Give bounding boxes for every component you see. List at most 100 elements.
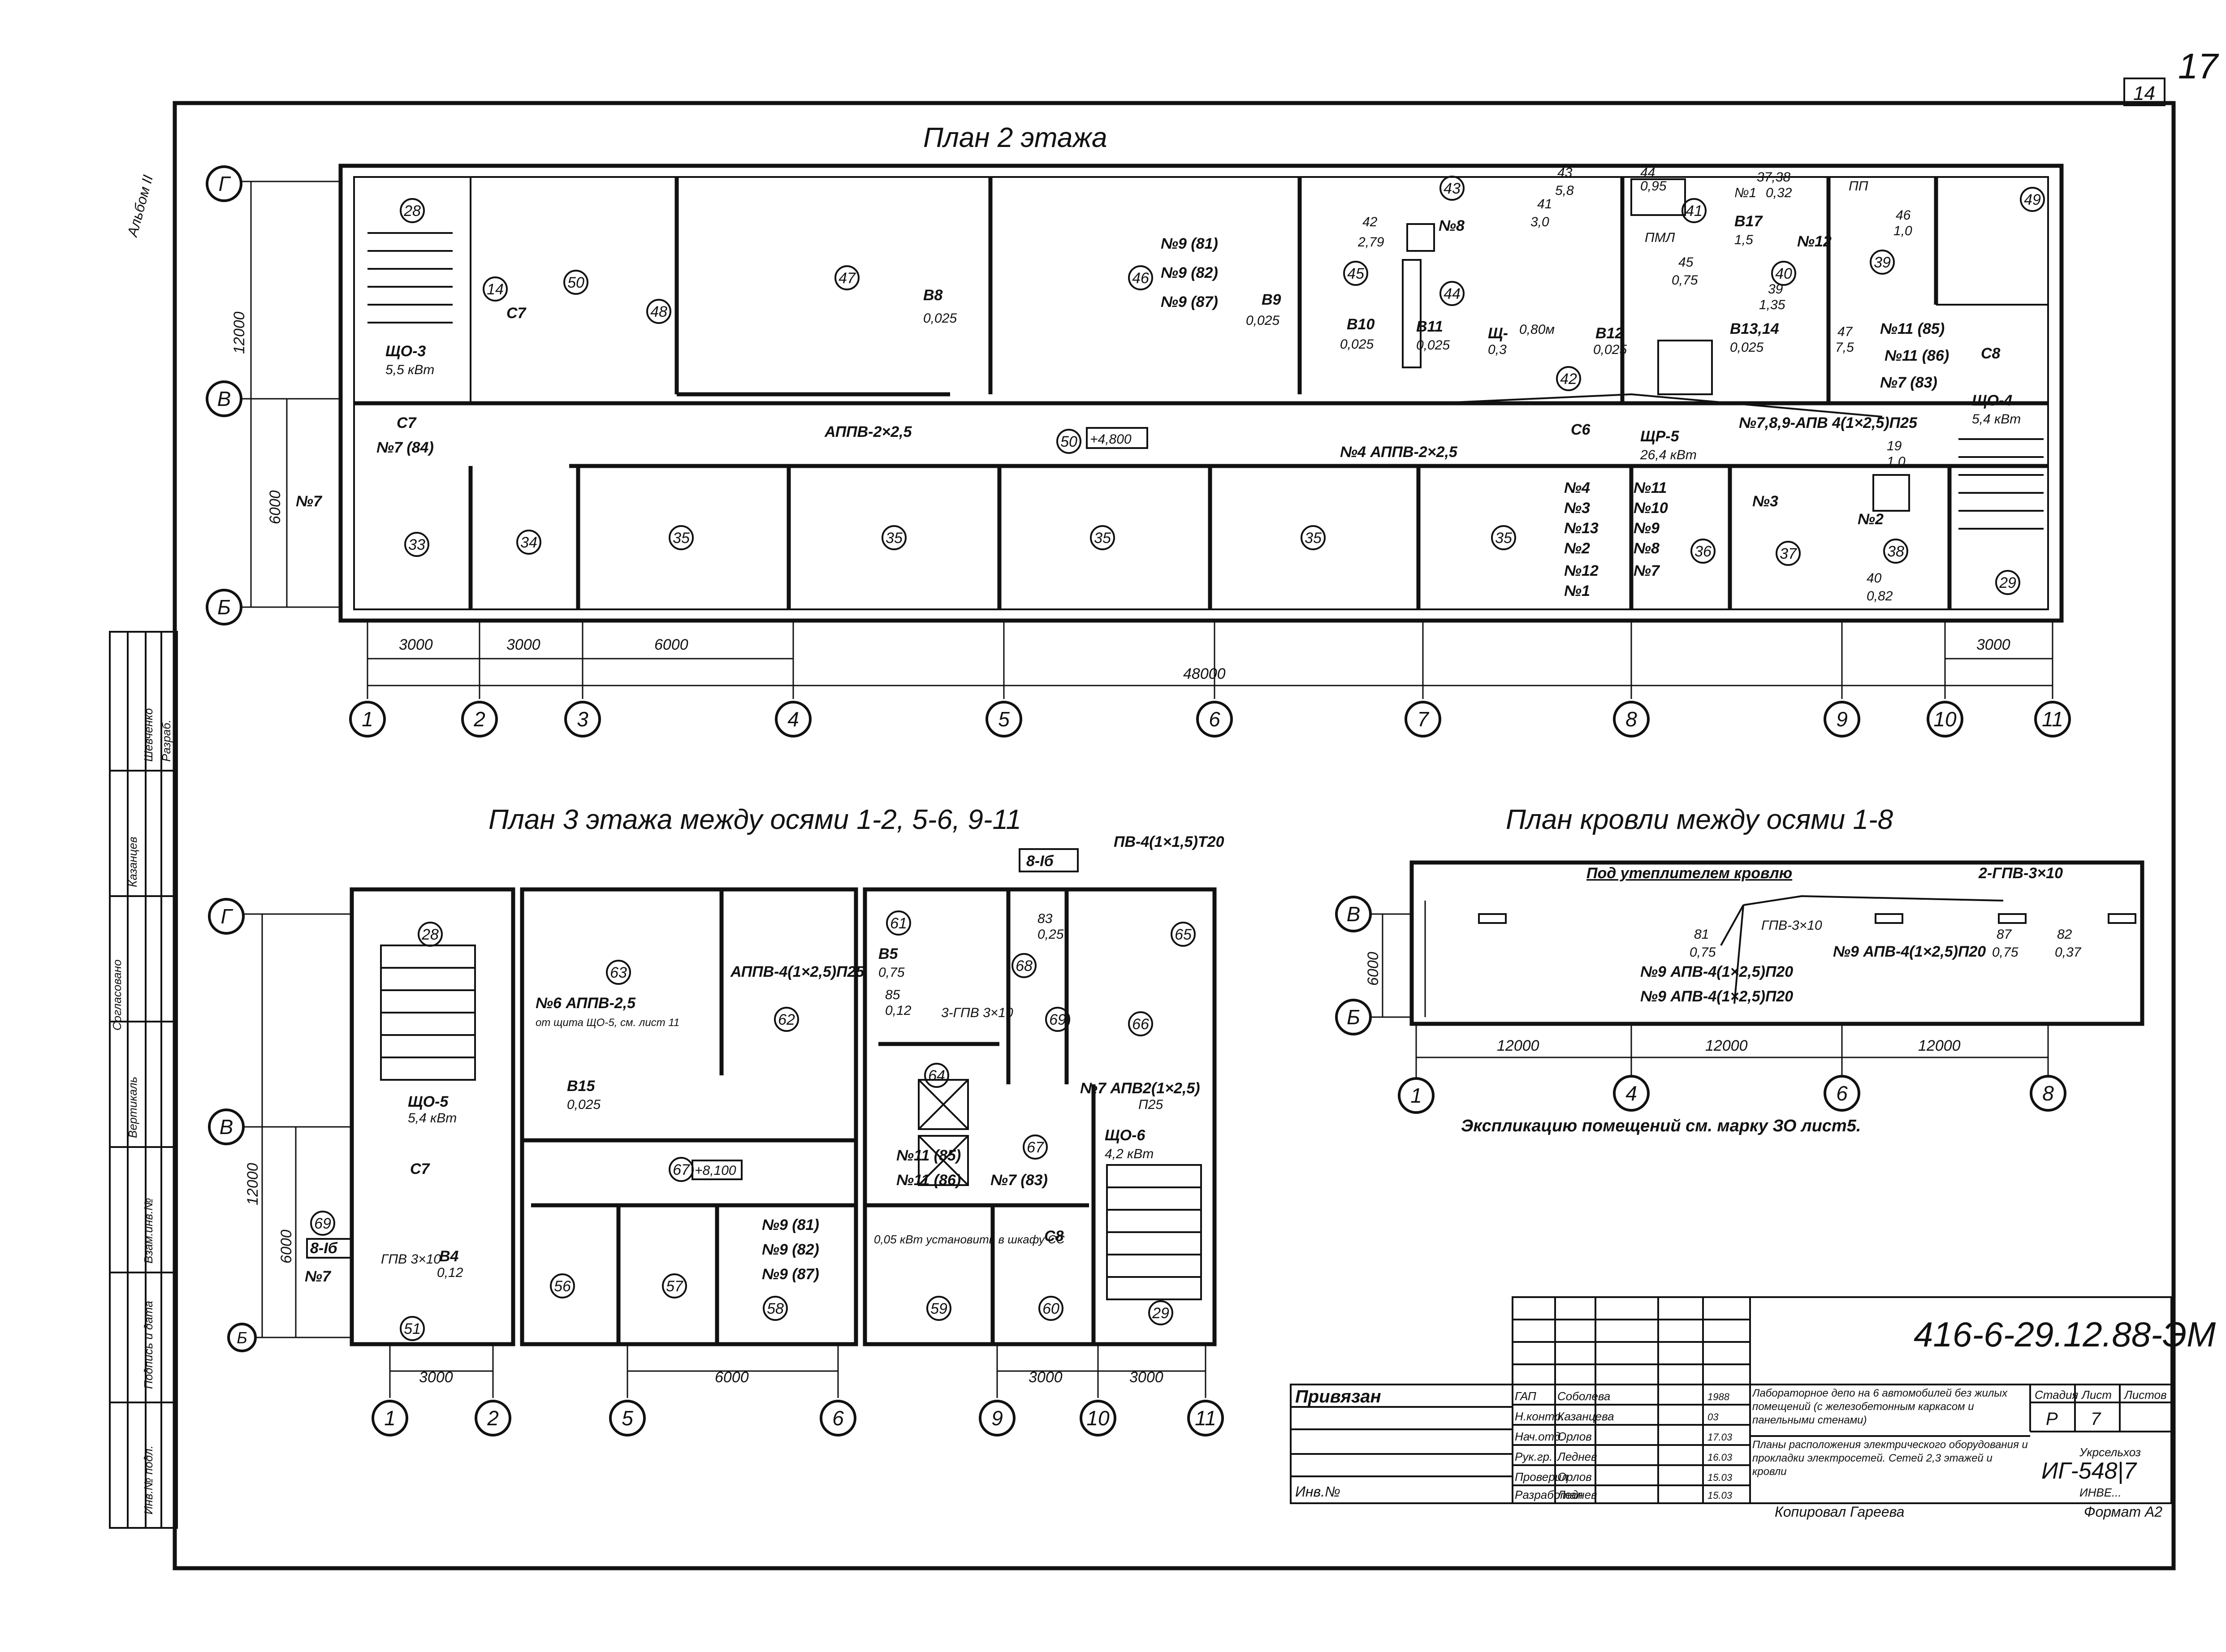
roof-gpv2: 2-ГПВ-3×10 bbox=[1978, 865, 2063, 882]
p2-n2: №2 bbox=[1858, 511, 1884, 528]
p2-list-l2: №3 bbox=[1564, 500, 1590, 517]
p2-v39: 39 bbox=[1768, 282, 1783, 297]
roof-dim-y: 6000 bbox=[1365, 952, 1382, 986]
p3-n9-82: №9 (82) bbox=[762, 1241, 819, 1258]
p3-b3: 83 bbox=[1037, 911, 1053, 926]
p3-room-69: 69 bbox=[1049, 1011, 1066, 1028]
p2-axis-9: 9 bbox=[1836, 707, 1848, 731]
p2-room-43: 43 bbox=[1444, 180, 1461, 197]
p2-b1314-p: 0,025 bbox=[1730, 340, 1764, 355]
plan3-labels: ПВ-4(1×1,5)Т20 №6 АППВ-2,5 от щита ЩО-5,… bbox=[305, 833, 1224, 1285]
p2-room-50: 50 bbox=[567, 274, 584, 291]
p2-room-34: 34 bbox=[520, 534, 537, 551]
plan-2-floor: План 2 этажа bbox=[206, 122, 2071, 738]
p2-n7-84: №7 (84) bbox=[376, 439, 434, 456]
roof-axis-4: 4 bbox=[1625, 1082, 1637, 1105]
p3-axis-6: 6 bbox=[832, 1406, 844, 1430]
roof-axis-V: В bbox=[1347, 902, 1361, 926]
roof-b7: 87 bbox=[1997, 927, 2012, 942]
p2-axis-4: 4 bbox=[787, 707, 799, 731]
p2-shr5: ЩР-5 bbox=[1640, 428, 1680, 445]
p3-pv4: ПВ-4(1×1,5)Т20 bbox=[1114, 833, 1224, 850]
tb-org-code: ИГ-548|7 bbox=[2041, 1458, 2137, 1484]
tb-date-4: 16.03 bbox=[1707, 1452, 1733, 1463]
p3-n9-87: №9 (87) bbox=[762, 1266, 819, 1283]
tb-sheet-title-fo: Планы расположения электрического оборуд… bbox=[1752, 1439, 2028, 1478]
page-mark-1: 14 bbox=[2133, 82, 2155, 104]
p2-list-l4: №2 bbox=[1564, 540, 1590, 557]
p3-p25: П25 bbox=[1138, 1097, 1163, 1112]
roof-b1: 81 bbox=[1694, 927, 1709, 942]
p2-dim-1: 3000 bbox=[399, 636, 433, 653]
page-mark-box bbox=[2123, 78, 2165, 106]
roof-note: Экспликацию помещений см. марку ЗО лист5… bbox=[1461, 1117, 1861, 1135]
p2-v80m: 0,80м bbox=[1519, 322, 1555, 337]
p2-room-39: 39 bbox=[1874, 254, 1891, 271]
roof-title: План кровли между осями 1-8 bbox=[1506, 804, 1893, 835]
roof-axes-x: 1 4 6 8 bbox=[1398, 1024, 2066, 1114]
p2-v41-p: 3,0 bbox=[1530, 215, 1549, 229]
roof-b2-p: 0,37 bbox=[2055, 945, 2082, 960]
p3-room-56: 56 bbox=[554, 1278, 571, 1295]
tb-date-6: 15.03 bbox=[1707, 1490, 1733, 1501]
p2-room-35b: 35 bbox=[886, 530, 903, 547]
roof-axis-1: 1 bbox=[1410, 1084, 1422, 1107]
p2-b17-p: 1,5 bbox=[1734, 233, 1753, 247]
strip-cell-3: Взам.инв.№ bbox=[142, 1198, 155, 1264]
p2-n7: №7 bbox=[296, 493, 323, 510]
tb-date-5: 15.03 bbox=[1707, 1472, 1733, 1483]
p2-dim-y2: 6000 bbox=[267, 490, 284, 524]
p2-v19-p: 1,0 bbox=[1887, 454, 1906, 469]
tb-date-3: 17.03 bbox=[1707, 1432, 1733, 1443]
p2-n11-86: №11 (86) bbox=[1885, 347, 1949, 364]
p3-b5b: 85 bbox=[885, 988, 900, 1002]
p3-c8: С8 bbox=[1044, 1228, 1064, 1245]
roof-b1-p: 0,75 bbox=[1690, 945, 1716, 960]
p2-room-35c: 35 bbox=[1094, 530, 1111, 547]
p2-room-35e: 35 bbox=[1495, 530, 1512, 547]
plan2-axes-y: Г В Б bbox=[206, 165, 341, 625]
p3-dim-1: 3000 bbox=[419, 1369, 453, 1386]
roof-plan: План кровли между осями 1-8 1 4 6 8 В Б … bbox=[1335, 804, 2144, 1135]
p3-axis-9: 9 bbox=[991, 1406, 1003, 1430]
p2-n789: №7,8,9-АПВ 4(1×2,5)П25 bbox=[1739, 414, 1918, 431]
p2-elev: +4,800 bbox=[1090, 432, 1132, 447]
p2-room-33: 33 bbox=[408, 536, 425, 553]
p3-room-51: 51 bbox=[404, 1320, 421, 1337]
p2-v45-p: 0,75 bbox=[1672, 273, 1698, 288]
tb-h-stage: Стадия bbox=[2035, 1388, 2078, 1402]
p2-b9-p: 0,025 bbox=[1246, 313, 1279, 328]
title-block: 416-6-29.12.88-ЭМ Привязан Инв.№ ГАП Н.к… bbox=[1290, 1296, 2216, 1520]
p3-b5-p: 0,75 bbox=[878, 965, 905, 980]
p2-axis-3: 3 bbox=[577, 707, 588, 731]
plan3-axes-x: 1 2 5 6 9 10 11 bbox=[372, 1344, 1224, 1436]
p2-dim-5: 3000 bbox=[1976, 636, 2010, 653]
plan2-rooms: 28 14 50 48 47 46 45 44 43 42 41 40 39 4… bbox=[400, 176, 2045, 595]
roof-dim-3: 12000 bbox=[1918, 1037, 1961, 1054]
p2-v39-p: 1,35 bbox=[1759, 298, 1785, 312]
p2-room-35a: 35 bbox=[673, 530, 690, 547]
p2-c7b: С7 bbox=[397, 414, 417, 431]
p3-ustan: 0,05 кВт установить в шкафу СС bbox=[874, 1233, 1065, 1246]
plan2-labels: ЩО-3 5,5 кВт С7 С7 №7 (84) №7 В8 0,025 №… bbox=[296, 165, 2021, 604]
p2-axis-2: 2 bbox=[473, 707, 485, 731]
p2-room-45: 45 bbox=[1347, 265, 1364, 282]
p2-dim-y1: 12000 bbox=[231, 311, 248, 354]
tb-role-4: Рук.гр. bbox=[1515, 1450, 1552, 1463]
p3-n7-83: №7 (83) bbox=[990, 1172, 1048, 1189]
p2-shr4: ЩО-4 bbox=[1972, 392, 2012, 409]
p3-n7: №7 bbox=[305, 1268, 332, 1285]
p2-c6: С6 bbox=[1571, 421, 1591, 438]
tb-name-6: Леднев bbox=[1556, 1488, 1597, 1501]
p2-n9-82: №9 (82) bbox=[1161, 264, 1218, 281]
tb-org-sub: ИНВЕ... bbox=[2079, 1486, 2122, 1499]
p2-c7: С7 bbox=[506, 305, 527, 322]
strip-cell-1: Инв.№ подл. bbox=[142, 1445, 155, 1514]
p3-b3-p: 0,25 bbox=[1037, 927, 1064, 942]
p2-b10: В10 bbox=[1347, 316, 1375, 333]
roof-dim-1: 12000 bbox=[1497, 1037, 1539, 1054]
p3-axis-1: 1 bbox=[384, 1406, 396, 1430]
p2-room-35d: 35 bbox=[1305, 530, 1322, 547]
p2-axis-7: 7 bbox=[1417, 707, 1429, 731]
